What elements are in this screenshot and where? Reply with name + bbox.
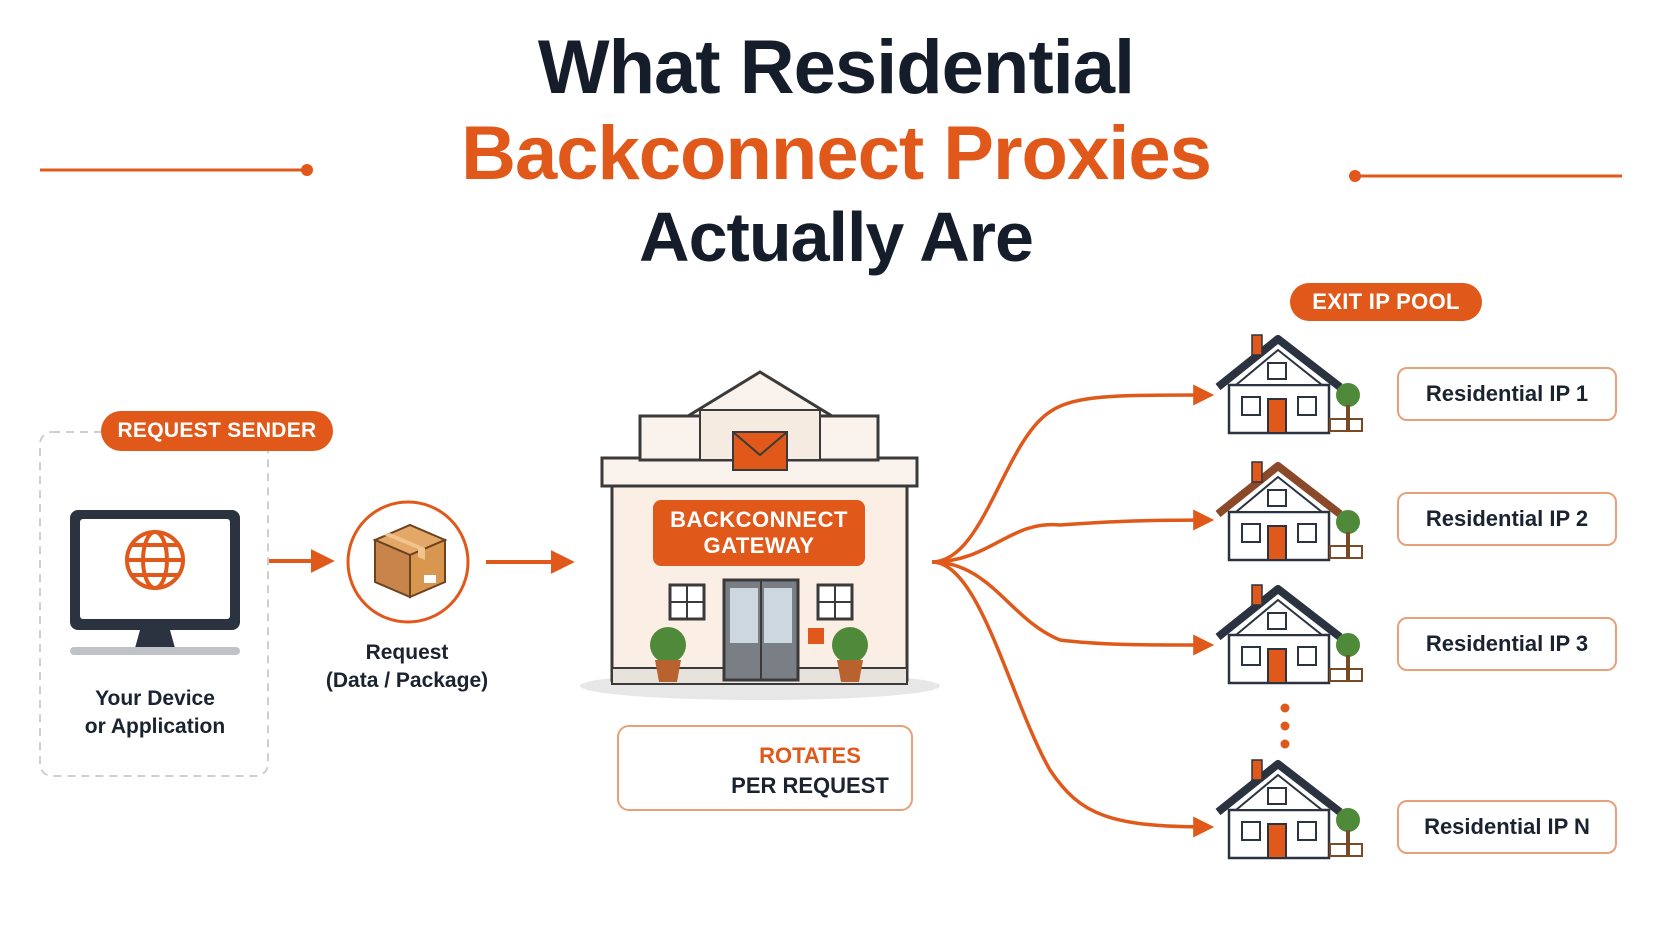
house-icon	[1215, 334, 1363, 435]
gateway-label-line-2: GATEWAY	[703, 533, 815, 558]
ip-box-2: Residential IP 2	[1397, 492, 1617, 546]
request-caption: Request (Data / Package)	[307, 639, 507, 695]
gateway-label: BACKCONNECT GATEWAY	[653, 500, 865, 566]
monitor-icon	[70, 510, 240, 655]
more-ips-ellipsis	[1280, 703, 1290, 749]
rotation-line-1: ROTATES	[759, 743, 861, 768]
ip-box-1: Residential IP 1	[1397, 367, 1617, 421]
title-line-3: Actually Are	[639, 198, 1034, 276]
exit-ip-pool-badge: EXIT IP POOL	[1290, 283, 1482, 321]
request-caption-line-2: (Data / Package)	[325, 669, 489, 692]
title-line-2: Backconnect Proxies	[461, 111, 1212, 196]
ip-box-3: Residential IP 3	[1397, 617, 1617, 671]
rotation-line-2: PER REQUEST	[731, 773, 889, 798]
rotation-box: ROTATES PER REQUEST	[617, 725, 913, 811]
request-caption-line-1: Request	[365, 641, 449, 664]
request-sender-badge: REQUEST SENDER	[101, 411, 333, 451]
house-icon	[1215, 584, 1363, 685]
title-decoration	[40, 164, 1622, 182]
fanout-arrows	[931, 384, 1215, 838]
title-line-1: What Residential	[537, 25, 1135, 110]
device-caption: Your Device or Application	[55, 685, 255, 741]
device-caption-line-2: or Application	[84, 715, 226, 738]
house-icon	[1215, 461, 1363, 562]
envelope-icon	[732, 431, 788, 471]
device-caption-line-1: Your Device	[95, 687, 215, 710]
house-icon	[1215, 759, 1363, 860]
rotation-text: ROTATES PER REQUEST	[715, 741, 905, 801]
ip-box-n: Residential IP N	[1397, 800, 1617, 854]
package-icon	[372, 523, 448, 599]
globe-icon	[125, 530, 185, 590]
gateway-label-line-1: BACKCONNECT	[670, 507, 848, 532]
